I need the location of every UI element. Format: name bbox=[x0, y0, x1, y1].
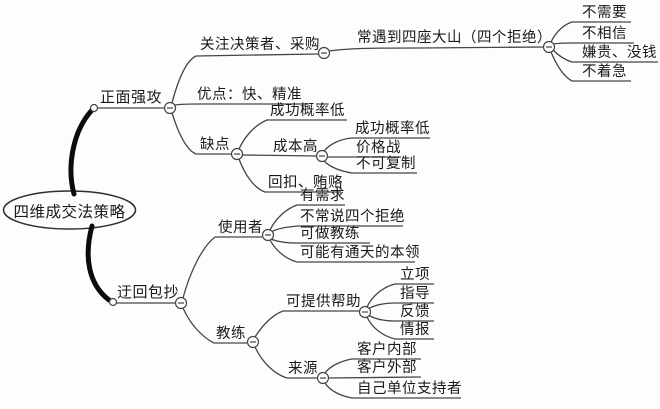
branch-line bbox=[552, 42, 634, 45]
collapse-toggle[interactable] bbox=[542, 40, 556, 54]
root-branch-bottom bbox=[85, 223, 112, 303]
node-feedback[interactable]: 反馈 bbox=[400, 304, 430, 320]
branch-line bbox=[270, 225, 403, 233]
branch-line bbox=[552, 49, 658, 63]
node-flanking[interactable]: 迂回包抄 bbox=[117, 285, 180, 301]
node-high-cost[interactable]: 成本高 bbox=[273, 139, 318, 155]
branch-line bbox=[254, 310, 360, 338]
node-focus-decision-makers[interactable]: 关注决策者、采购 bbox=[200, 37, 320, 53]
branch-start-dot bbox=[89, 103, 99, 113]
root-node-ellipse[interactable] bbox=[2, 190, 137, 230]
node-source[interactable]: 来源 bbox=[288, 361, 318, 377]
node-guidance[interactable]: 指导 bbox=[400, 286, 430, 302]
collapse-toggle[interactable] bbox=[315, 149, 329, 163]
branch-line bbox=[550, 51, 631, 82]
branch-line bbox=[174, 103, 307, 106]
branch-line bbox=[367, 314, 434, 322]
node-client-internal[interactable]: 客户内部 bbox=[357, 342, 417, 358]
branch-line bbox=[327, 376, 422, 379]
root-branch-top bbox=[68, 107, 95, 197]
branch-start-dot bbox=[108, 297, 118, 307]
node-project-initiation[interactable]: 立项 bbox=[400, 267, 430, 283]
node-no-need[interactable]: 不需要 bbox=[582, 5, 627, 21]
collapse-toggle[interactable] bbox=[358, 305, 372, 319]
branch-line bbox=[270, 238, 370, 244]
collapse-toggle[interactable] bbox=[317, 46, 331, 60]
collapse-toggle[interactable] bbox=[230, 147, 244, 161]
node-has-demand[interactable]: 有需求 bbox=[300, 188, 345, 204]
branch-line bbox=[324, 382, 461, 399]
node-price-war[interactable]: 价格战 bbox=[356, 140, 401, 156]
node-intelligence[interactable]: 情报 bbox=[400, 322, 430, 338]
node-frontal-assault[interactable]: 正面强攻 bbox=[100, 90, 163, 106]
collapse-toggle[interactable] bbox=[261, 228, 275, 242]
branch-line bbox=[238, 158, 341, 193]
branch-line bbox=[171, 53, 319, 104]
collapse-toggle[interactable] bbox=[174, 296, 188, 310]
branch-line bbox=[269, 204, 345, 231]
branch-line bbox=[367, 302, 434, 310]
node-no-trust[interactable]: 不相信 bbox=[582, 26, 627, 42]
branch-line bbox=[328, 46, 545, 52]
branch-line bbox=[323, 137, 430, 152]
collapse-toggle[interactable] bbox=[246, 335, 260, 349]
node-kickbacks-bribery[interactable]: 回扣、贿赂 bbox=[268, 175, 343, 191]
node-no-hurry[interactable]: 不着急 bbox=[582, 64, 627, 80]
root-node[interactable]: 四维成交法策略 bbox=[13, 203, 126, 221]
node-low-success-rate[interactable]: 成功概率低 bbox=[270, 103, 345, 119]
node-coach[interactable]: 教练 bbox=[216, 326, 246, 342]
node-low-success-rate-2[interactable]: 成功概率低 bbox=[355, 121, 430, 137]
branch-line bbox=[182, 236, 262, 299]
branch-line bbox=[366, 283, 434, 308]
branch-line bbox=[269, 239, 415, 263]
branch-line bbox=[323, 160, 417, 174]
branch-line bbox=[241, 154, 318, 157]
node-users[interactable]: 使用者 bbox=[218, 220, 263, 236]
branch-line bbox=[254, 346, 318, 379]
node-not-replicable[interactable]: 不可复制 bbox=[356, 156, 416, 172]
branch-line bbox=[238, 119, 347, 150]
branch-line bbox=[324, 358, 421, 374]
node-own-unit-supporters[interactable]: 自己单位支持者 bbox=[357, 381, 462, 397]
branch-line bbox=[366, 316, 434, 340]
node-too-expensive[interactable]: 嫌贵、没钱 bbox=[582, 45, 657, 61]
branch-line bbox=[171, 112, 231, 155]
node-disadvantages[interactable]: 缺点 bbox=[200, 137, 230, 153]
node-provides-help[interactable]: 可提供帮助 bbox=[286, 294, 361, 310]
node-client-external[interactable]: 客户外部 bbox=[357, 360, 417, 376]
node-rarely-rejects[interactable]: 不常说四个拒绝 bbox=[300, 209, 405, 225]
node-advantages[interactable]: 优点：快、精准 bbox=[197, 87, 302, 103]
collapse-toggle[interactable] bbox=[163, 101, 177, 115]
branch-line bbox=[182, 307, 247, 344]
collapse-toggle[interactable] bbox=[316, 371, 330, 385]
branch-line bbox=[550, 21, 631, 43]
node-special-abilities[interactable]: 可能有通天的本领 bbox=[300, 245, 420, 261]
node-can-be-coach[interactable]: 可做教练 bbox=[300, 226, 360, 242]
node-four-mountains[interactable]: 常遇到四座大山（四个拒绝） bbox=[357, 30, 552, 46]
